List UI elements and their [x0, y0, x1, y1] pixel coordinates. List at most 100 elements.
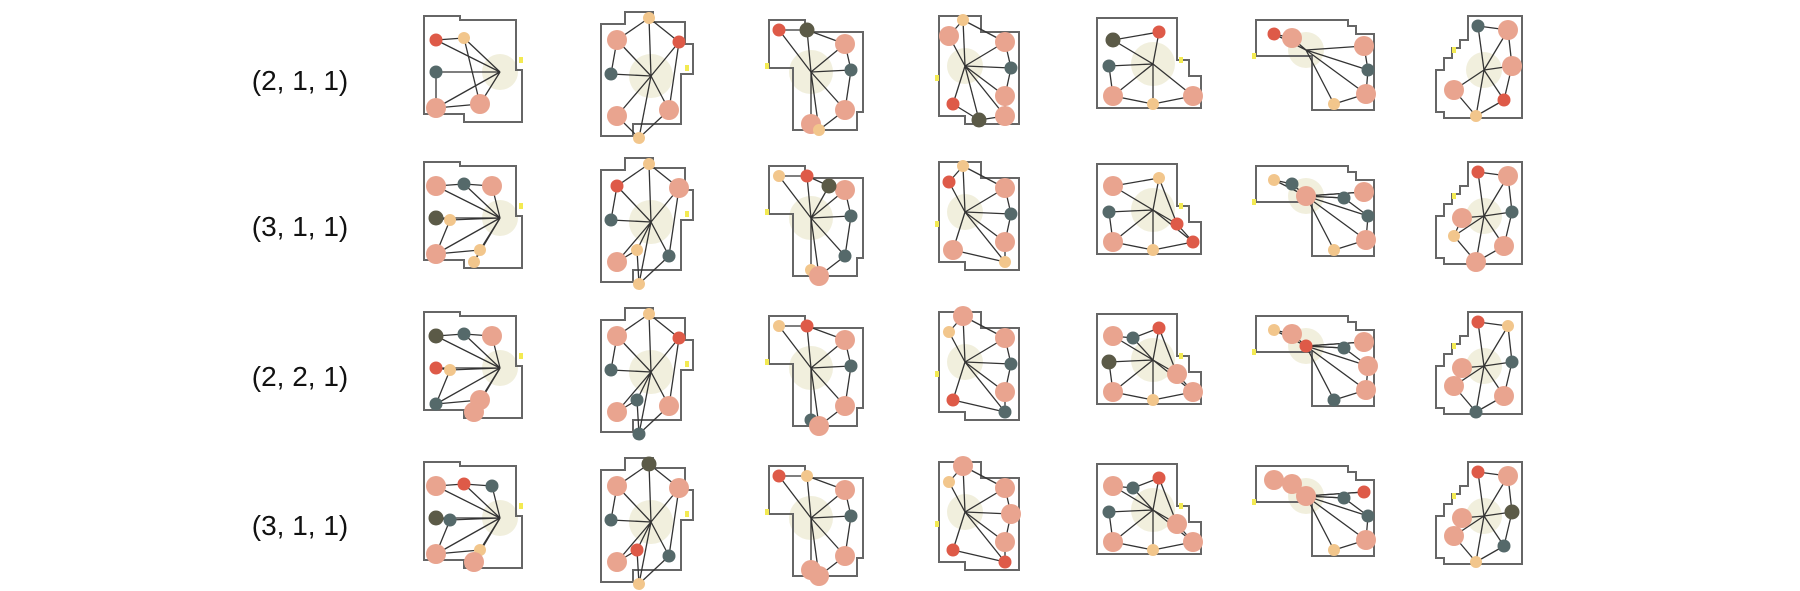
node-red [1267, 27, 1281, 41]
floor-outline [1435, 15, 1523, 119]
floor-outline [423, 311, 523, 419]
graph-edge [1305, 195, 1335, 251]
node-salmon [995, 232, 1015, 252]
node-olive [971, 112, 987, 128]
node-peach [1470, 110, 1482, 122]
node-red [1170, 217, 1184, 231]
node-red [1152, 321, 1166, 335]
graph-edge [610, 369, 652, 373]
graph-edge [610, 219, 652, 223]
node-peach [999, 256, 1011, 268]
node-salmon [1444, 526, 1464, 546]
door-marker [1452, 47, 1456, 53]
door-marker [1252, 349, 1256, 355]
node-peach [1268, 324, 1280, 336]
graph-panel-r4-c5 [1096, 463, 1203, 556]
node-slate [1505, 355, 1519, 369]
node-salmon [995, 478, 1015, 498]
node-red [946, 543, 960, 557]
node-slate [844, 509, 858, 523]
graph-edge [1477, 471, 1485, 517]
door-marker [685, 511, 689, 517]
node-red [800, 319, 814, 333]
node-salmon [835, 546, 855, 566]
graph-panel-r3-c3 [765, 315, 864, 436]
graph-edge [806, 175, 812, 219]
node-salmon [1356, 230, 1376, 250]
graph-edge [638, 255, 670, 285]
graph-edge [810, 217, 846, 257]
graph-edge [1305, 49, 1369, 71]
node-slate [1505, 205, 1519, 219]
node-salmon [835, 396, 855, 416]
node-salmon [470, 94, 490, 114]
graph-edge [810, 515, 852, 519]
node-slate [998, 405, 1012, 419]
node-peach [957, 160, 969, 172]
node-salmon [1452, 508, 1472, 528]
graph-edge [810, 69, 852, 73]
door-marker [519, 57, 523, 63]
node-peach [1147, 98, 1159, 110]
node-salmon [464, 552, 484, 572]
node-salmon [1282, 324, 1302, 344]
node-slate [1102, 505, 1116, 519]
graph-edge [638, 371, 652, 435]
door-marker [1179, 203, 1183, 209]
graph-edge [1483, 325, 1509, 367]
node-red [429, 33, 443, 47]
node-olive [428, 328, 444, 344]
node-salmon [1103, 176, 1123, 196]
node-red [1299, 339, 1313, 353]
node-peach [633, 278, 645, 290]
node-olive [1101, 354, 1117, 370]
graph-edge [668, 487, 680, 557]
door-marker [935, 521, 939, 527]
graph-edge [435, 185, 501, 219]
node-salmon [1103, 532, 1123, 552]
graph-panel-r1-c6 [1252, 19, 1376, 111]
graph-edge [435, 217, 501, 255]
node-red [672, 331, 686, 345]
door-marker [685, 65, 689, 71]
graph-edge [638, 555, 670, 585]
node-peach [1328, 244, 1340, 256]
node-red [772, 23, 786, 37]
graph-panel-r2-c7 [1435, 161, 1523, 272]
node-peach [631, 244, 643, 256]
node-salmon [1264, 470, 1284, 490]
node-salmon [1167, 514, 1187, 534]
node-salmon [1494, 236, 1514, 256]
node-salmon [482, 176, 502, 196]
node-peach [1448, 230, 1460, 242]
graph-edge [610, 519, 652, 523]
node-slate [485, 479, 499, 493]
graph-panel-r2-c6 [1252, 165, 1376, 257]
floor-outline [1255, 19, 1375, 111]
graph-panel-r4-c3 [765, 465, 864, 586]
graph-edge [1305, 495, 1335, 551]
node-salmon [1356, 530, 1376, 550]
graph-edge [1305, 495, 1369, 517]
node-salmon [1103, 232, 1123, 252]
floor-outline [938, 311, 1020, 421]
graph-edge [668, 41, 680, 111]
node-olive [641, 456, 657, 472]
node-salmon [1452, 208, 1472, 228]
graph-panel-r2-c3 [765, 165, 864, 286]
node-red [1186, 235, 1200, 249]
node-peach [1268, 174, 1280, 186]
node-slate [1361, 209, 1375, 223]
node-peach [957, 14, 969, 26]
node-slate [1004, 61, 1018, 75]
node-red [1152, 25, 1166, 39]
floor-outline [938, 461, 1020, 571]
graph-edge [964, 65, 1012, 69]
graph-edge [962, 165, 966, 213]
floor-outline [1435, 311, 1523, 415]
node-salmon [809, 416, 829, 436]
node-red [942, 175, 956, 189]
graph-panel-r1-c5 [1096, 17, 1203, 110]
graph-edge [463, 37, 481, 105]
node-salmon [1296, 186, 1316, 206]
